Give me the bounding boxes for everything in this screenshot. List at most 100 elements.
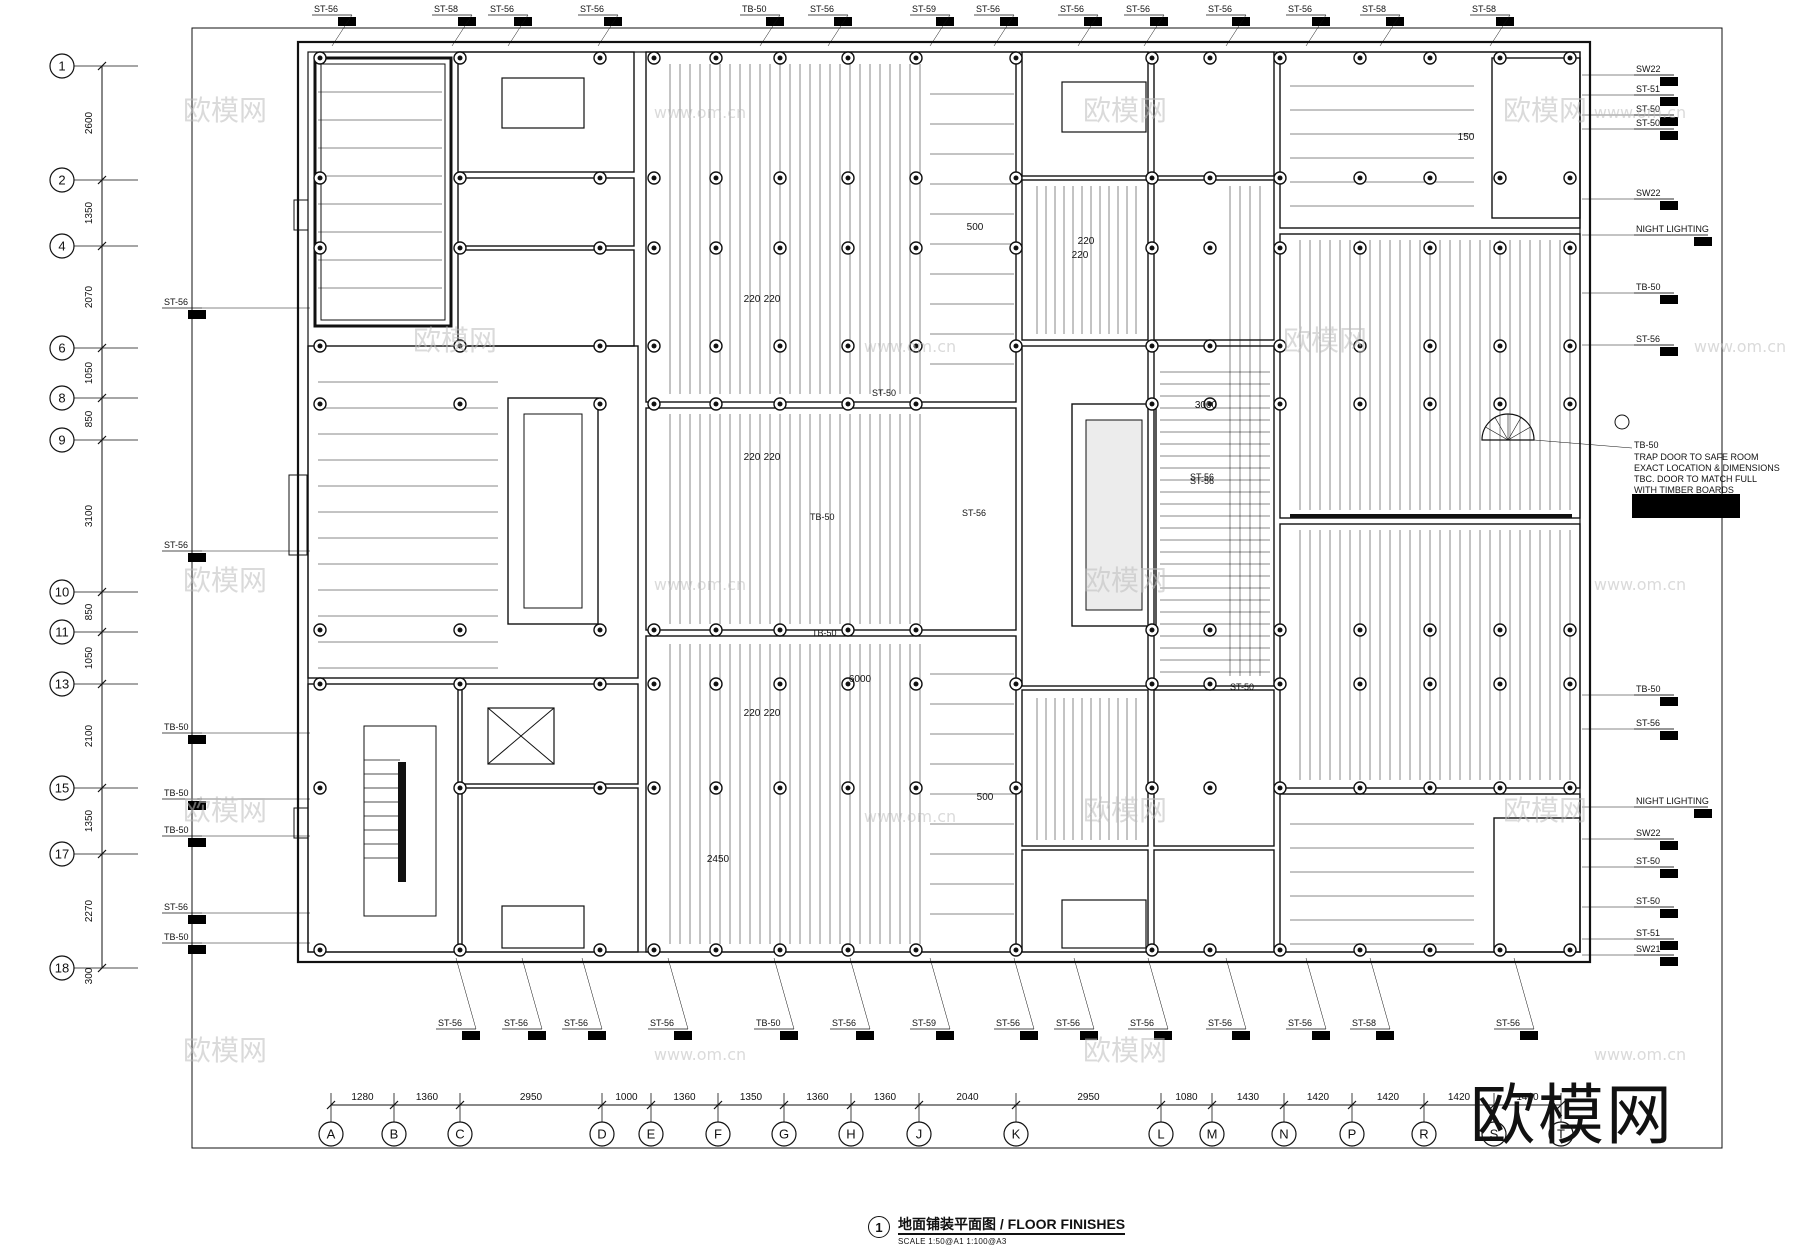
column-core <box>457 245 463 251</box>
tag-label-block <box>1660 909 1678 918</box>
column-core <box>1567 343 1573 349</box>
watermark-text: 欧模网 <box>1503 794 1587 827</box>
bottom-material-tag: ST-56 <box>1130 1018 1154 1028</box>
watermark-text: 欧模网 <box>1083 94 1167 127</box>
column-core <box>913 401 919 407</box>
bottom-material-tag: ST-56 <box>1496 1018 1520 1028</box>
row-dim-tick <box>97 783 107 793</box>
column-core <box>845 401 851 407</box>
column-dim-tick <box>713 1100 723 1110</box>
column-core <box>777 175 783 181</box>
bottom-material-tag: ST-56 <box>504 1018 528 1028</box>
room-20 <box>1153 849 1275 953</box>
watermark-logo: 欧模网 <box>1470 1077 1674 1154</box>
column-dim-tick <box>1279 1100 1289 1110</box>
tag-label-block <box>462 1031 480 1040</box>
column-dim-tick <box>846 1100 856 1110</box>
column-core <box>713 343 719 349</box>
column-core <box>777 627 783 633</box>
right-material-tag: ST-51 <box>1636 928 1660 938</box>
tag-label-block <box>1150 17 1168 26</box>
column-dimension-value: 1360 <box>416 1092 439 1103</box>
column-grid-label: J <box>916 1127 923 1142</box>
column-dimension-value: 1360 <box>874 1092 897 1103</box>
column-core <box>1149 681 1155 687</box>
watermarks: 欧模网欧模网欧模网欧模网欧模网欧模网欧模网欧模网欧模网欧模网欧模网欧模网www.… <box>183 94 1786 1067</box>
watermark-text: 欧模网 <box>1503 94 1587 127</box>
column-dim-tick <box>1419 1100 1429 1110</box>
column-core <box>1149 947 1155 953</box>
bottom-material-tag: ST-56 <box>1288 1018 1312 1028</box>
fixtures <box>1481 413 1535 441</box>
right-material-tag: SW21 <box>1636 944 1661 954</box>
interior-dimension: 220 <box>764 708 781 719</box>
structural-columns <box>313 51 1577 957</box>
column-core <box>317 343 323 349</box>
tag-label-block <box>1660 295 1678 304</box>
watermark-url: www.om.cn <box>864 337 956 356</box>
column-core <box>1149 627 1155 633</box>
column-dim-tick <box>1011 1100 1021 1110</box>
tag-label-block <box>1232 17 1250 26</box>
tag-label-block <box>780 1031 798 1040</box>
watermark-url: www.om.cn <box>1594 1045 1686 1064</box>
note-line: TBC. DOOR TO MATCH FULL <box>1634 474 1757 484</box>
right-material-tag: ST-51 <box>1636 84 1660 94</box>
watermark-url: www.om.cn <box>1594 575 1686 594</box>
interior-dimension: 150 <box>1458 132 1475 143</box>
tag-leader <box>331 14 353 47</box>
bottom-material-tag: ST-56 <box>564 1018 588 1028</box>
row-dimension-value: 2600 <box>84 111 95 134</box>
tag-label-block <box>1660 731 1678 740</box>
right-material-tag: ST-50 <box>1636 118 1660 128</box>
column-core <box>1357 245 1363 251</box>
fixture-box-1 <box>501 77 585 129</box>
column-core <box>913 175 919 181</box>
room-25 <box>1491 57 1581 219</box>
interior-dimension: 500 <box>977 792 994 803</box>
tag-label-block <box>856 1031 874 1040</box>
column-core <box>1149 401 1155 407</box>
row-grid-label: 18 <box>55 961 69 976</box>
column-core <box>1149 55 1155 61</box>
top-material-tag: ST-56 <box>976 4 1000 14</box>
column-core <box>1427 627 1433 633</box>
row-dimension-value: 300 <box>84 967 95 984</box>
column-dim-tick <box>779 1100 789 1110</box>
column-core <box>1149 343 1155 349</box>
column-grid-label: F <box>714 1127 722 1142</box>
column-dimension-value: 2040 <box>956 1092 979 1103</box>
column-dim-tick <box>1207 1100 1217 1110</box>
column-core <box>1207 245 1213 251</box>
watermark-text: 欧模网 <box>1083 1034 1167 1067</box>
column-core <box>1567 681 1573 687</box>
column-core <box>845 785 851 791</box>
bottom-material-tag: ST-56 <box>1056 1018 1080 1028</box>
column-core <box>845 55 851 61</box>
room-4 <box>307 345 639 679</box>
tag-leader <box>929 14 951 47</box>
exterior-wall-outer <box>296 40 1592 964</box>
column-dim-tick <box>389 1100 399 1110</box>
column-core <box>597 343 603 349</box>
fixture-box-3 <box>1061 81 1147 133</box>
column-core <box>913 627 919 633</box>
watermark-url: www.om.cn <box>654 575 746 594</box>
row-dim-tick <box>97 175 107 185</box>
room-21 <box>1279 51 1581 229</box>
tag-label-block <box>1660 697 1678 706</box>
column-core <box>1277 175 1283 181</box>
room-26 <box>1493 817 1581 953</box>
column-core <box>713 627 719 633</box>
column-core <box>651 245 657 251</box>
column-dimension-value: 2950 <box>1077 1092 1100 1103</box>
bottom-material-tag: ST-56 <box>438 1018 462 1028</box>
column-core <box>1013 947 1019 953</box>
drawing-scale: SCALE 1:50@A1 1:100@A3 <box>898 1237 1007 1246</box>
tag-leader <box>849 957 871 1030</box>
column-core <box>1427 55 1433 61</box>
tag-label-block <box>1660 869 1678 878</box>
interior-dimension: 220 <box>764 294 781 305</box>
tag-label-block <box>1020 1031 1038 1040</box>
